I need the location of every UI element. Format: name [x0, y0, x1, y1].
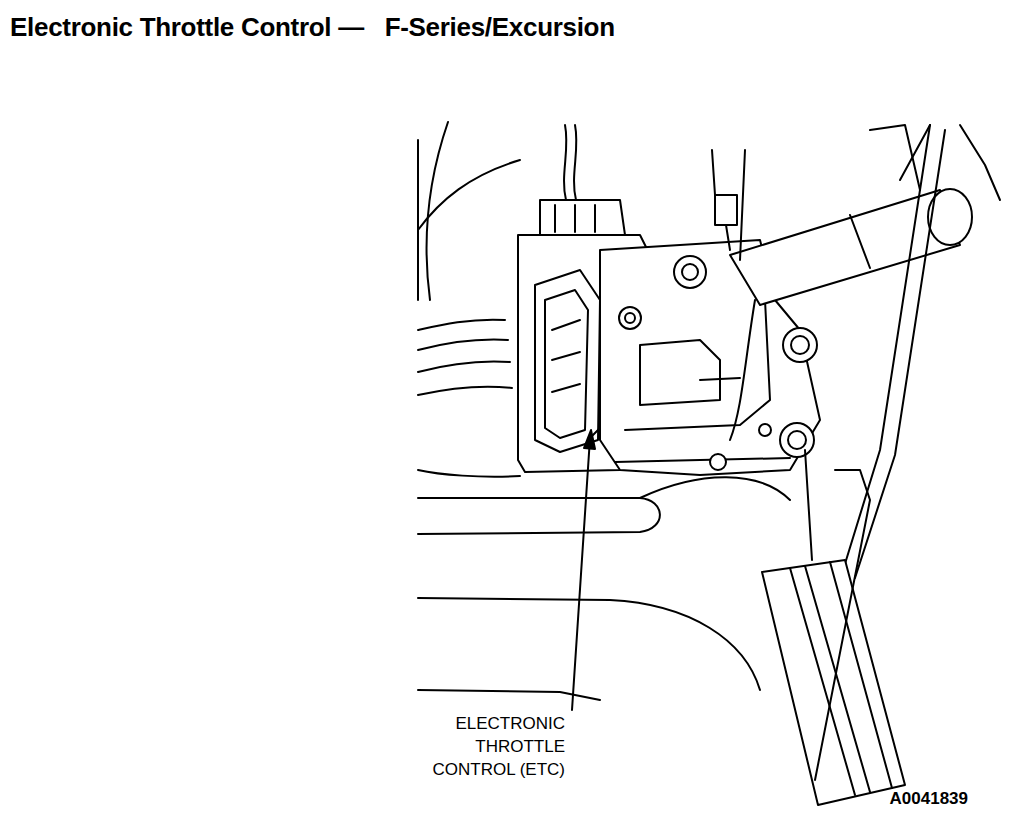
accelerator-pedal — [762, 125, 945, 805]
illustration-stroke — [960, 125, 1000, 200]
illustration-stroke — [552, 320, 580, 392]
illustration-stroke — [791, 336, 809, 354]
illustration-stroke — [418, 340, 508, 350]
diagram-title: Electronic Throttle Control — F-Series/E… — [10, 12, 615, 43]
illustration-stroke — [805, 450, 812, 560]
illustration-stroke — [545, 290, 588, 438]
illustration-stroke — [572, 438, 590, 710]
leader-line — [572, 430, 595, 710]
illustration-stroke — [780, 423, 814, 457]
illustration-stroke — [418, 498, 660, 534]
illustration-stroke — [740, 150, 745, 260]
illustration-stroke — [788, 431, 806, 449]
illustration-stroke — [619, 307, 641, 329]
illustration-stroke — [418, 361, 510, 372]
illustration-stroke — [417, 140, 419, 300]
illustration-stroke — [726, 225, 730, 250]
illustration-stroke — [625, 300, 770, 430]
illustration-stroke — [730, 300, 755, 440]
illustration-stroke — [730, 190, 960, 305]
illustration-stroke — [783, 328, 817, 362]
illustration-stroke — [584, 430, 595, 449]
illustration-stroke — [574, 125, 576, 200]
wiring — [564, 125, 755, 440]
illustration-stroke — [418, 598, 760, 690]
illustration-stroke — [418, 387, 512, 395]
illustration-stroke — [418, 320, 505, 330]
floor-panel — [418, 477, 790, 700]
illustration-stroke — [790, 562, 892, 795]
illustration-stroke — [418, 470, 520, 477]
illustration-stroke — [640, 340, 720, 405]
illustration-stroke — [625, 313, 635, 323]
illustration-stroke — [564, 125, 566, 200]
illustration-stroke — [700, 378, 740, 380]
figure-number: A0041839 — [768, 787, 968, 810]
illustration-stroke — [850, 215, 870, 268]
illustration-stroke — [815, 470, 870, 780]
illustration-stroke — [682, 264, 698, 280]
knee-bolster — [418, 122, 520, 477]
steering-column — [730, 125, 1000, 305]
illustration-stroke — [615, 458, 790, 462]
illustration-stroke — [640, 477, 790, 500]
illustration-stroke — [759, 424, 771, 436]
illustration-stroke — [427, 122, 448, 300]
illustration-stroke — [715, 195, 737, 225]
illustration-stroke — [535, 270, 600, 452]
part-label: ELECTRONIC THROTTLE CONTROL (ETC) — [415, 712, 565, 781]
illustration-stroke — [840, 125, 930, 580]
illustration-stroke — [555, 205, 595, 232]
illustration-stroke — [674, 256, 706, 288]
illustration-stroke — [710, 454, 726, 470]
illustration-stroke — [712, 150, 715, 195]
illustration-stroke — [540, 200, 625, 235]
illustration-stroke — [418, 160, 520, 230]
